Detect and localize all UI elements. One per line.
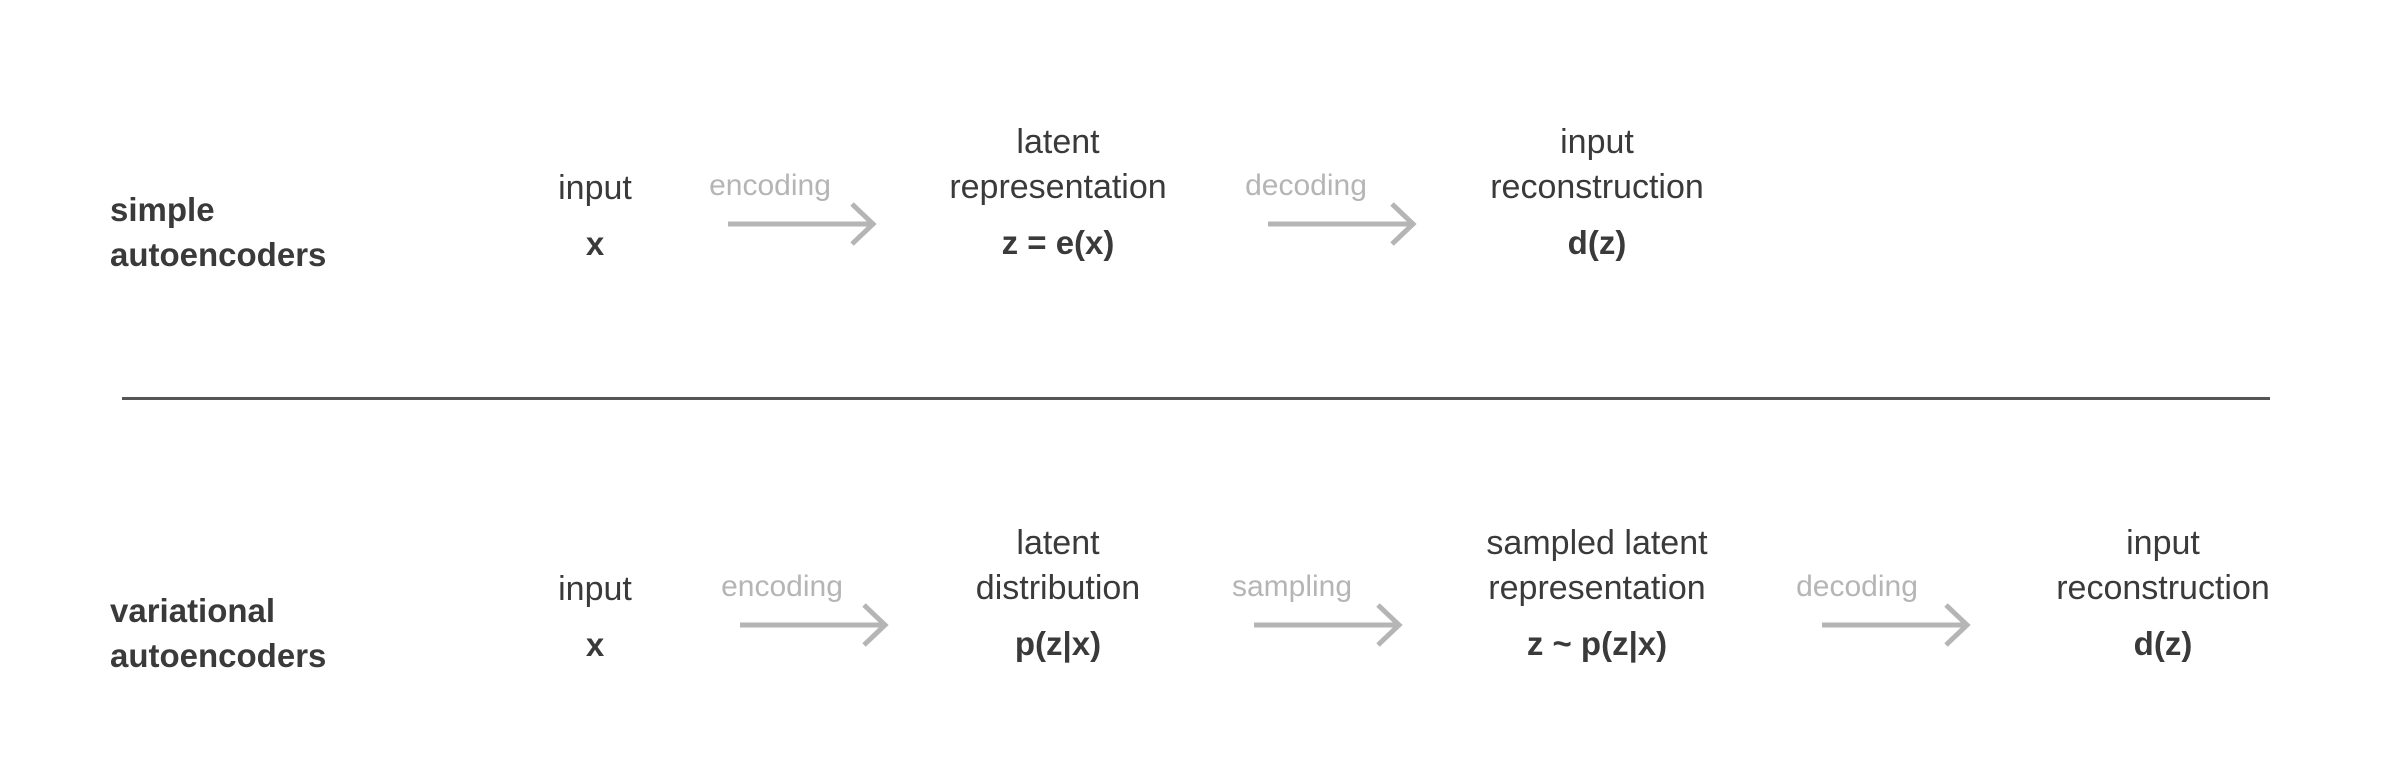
right-arrow-icon [1254,603,1403,647]
node-formula: z = e(x) [1001,224,1115,261]
edge-label: decoding [1245,169,1367,202]
node-label: input [558,169,632,207]
right-arrow-icon [728,202,877,246]
edge-label: decoding [1796,570,1918,603]
node-input-reconstruction: input reconstruction d(z) [1490,120,1704,261]
node-latent-distribution: latent distribution p(z|x) [975,521,1141,662]
node-formula: p(z|x) [1014,625,1102,662]
node-formula: d(z) [1567,224,1627,261]
node-formula: x [585,626,605,663]
node-label: latent distribution [975,524,1141,607]
node-label: latent representation [949,123,1167,206]
node-label: sampled latent representation [1486,524,1708,607]
node-label: input reconstruction [2056,524,2270,607]
node-input-reconstruction: input reconstruction d(z) [2056,521,2270,662]
edge-label: encoding [721,570,843,603]
edge-label: encoding [709,169,831,202]
node-formula: z ~ p(z|x) [1526,625,1668,662]
edge-label: sampling [1231,570,1353,603]
node-latent-representation: latent representation z = e(x) [949,120,1167,261]
right-arrow-icon [1268,202,1417,246]
node-sampled-latent-representation: sampled latent representation z ~ p(z|x) [1486,521,1708,662]
node-formula: x [585,225,605,262]
section-divider [122,397,2270,400]
right-arrow-icon [740,603,889,647]
node-label: input [558,570,632,608]
node-formula: d(z) [2133,625,2193,662]
row-title-simple-autoencoders: simple autoencoders [110,191,327,273]
node-input: input x [558,567,632,663]
node-input: input x [558,166,632,262]
right-arrow-icon [1822,603,1971,647]
row-title-variational-autoencoders: variational autoencoders [110,592,327,674]
node-label: input reconstruction [1490,123,1704,206]
